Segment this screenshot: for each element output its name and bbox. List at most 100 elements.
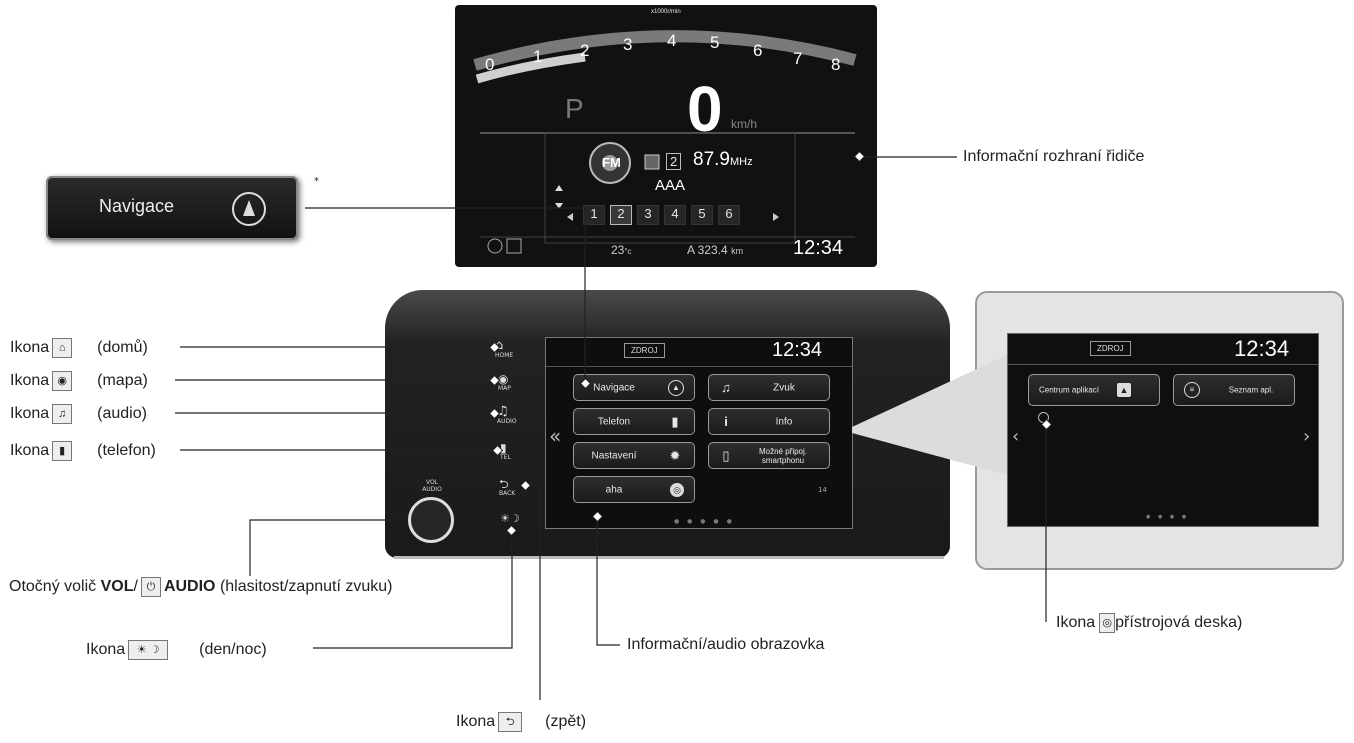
trip-meter: A 323.4 km xyxy=(687,243,743,257)
frequency-value: 87.9 xyxy=(693,149,730,170)
label-vol-slash: / xyxy=(133,578,138,596)
back-button[interactable]: ⮌ BACK xyxy=(499,478,515,497)
navigation-compass-icon xyxy=(232,192,266,226)
label-back-text: (zpět) xyxy=(545,713,587,731)
preset-button: 4 xyxy=(664,205,686,225)
label-tel-ikona: Ikona xyxy=(10,442,50,460)
tel-button[interactable]: ▮ TEL xyxy=(500,442,511,461)
home-icon-box: ⌂ xyxy=(52,338,73,358)
tile-zvuk[interactable]: ♫ Zvuk xyxy=(708,374,830,401)
zoom-right-arrow-icon[interactable]: › xyxy=(1303,426,1311,447)
screen-left-arrow-icon[interactable]: « xyxy=(549,424,562,448)
line-daynight xyxy=(313,530,513,649)
tile-navigace-label: Navigace xyxy=(593,382,635,393)
cluster-mode-icon xyxy=(506,238,522,254)
preset-left-icon xyxy=(567,213,573,221)
tile-centrum-aplikaci[interactable]: Centrum aplikací ▲ xyxy=(1028,374,1160,406)
back-icon-box: ⮌ xyxy=(498,712,523,732)
tile-zvuk-label: Zvuk xyxy=(773,382,795,393)
label-home: Ikona⌂(domů) xyxy=(10,338,148,358)
frequency-readout: 87.9MHz xyxy=(693,149,753,171)
map-icon: ◉ xyxy=(498,372,509,386)
dot-map xyxy=(488,374,501,387)
label-vol-prefix: Otočný volič xyxy=(9,578,97,596)
frequency-unit: MHz xyxy=(729,156,753,168)
tach-number: 4 xyxy=(667,31,677,50)
power-icon-box: ⏻ xyxy=(140,577,161,597)
tile-centrum-label: Centrum aplikací xyxy=(1038,385,1100,395)
dot-audio xyxy=(488,407,501,420)
preset-button: 5 xyxy=(691,205,713,225)
tile-mozne-pripoj-label: Možné připoj. smartphonu xyxy=(758,446,808,465)
tach-fill xyxy=(475,52,586,84)
gear-indicator: P xyxy=(565,93,584,124)
audio-info-frame xyxy=(544,132,796,244)
audio-button[interactable]: ♫ AUDIO xyxy=(497,404,517,425)
vol-audio-label: AUDIO xyxy=(422,486,442,493)
dot-screen xyxy=(591,510,604,523)
line-navigace xyxy=(305,207,586,383)
tach-number: 5 xyxy=(710,33,720,52)
aha-icon: ◎ xyxy=(670,482,684,497)
preset-button: 1 xyxy=(583,205,605,225)
station-name: AAA xyxy=(655,177,686,194)
tile-aha[interactable]: aha ◎ xyxy=(573,476,695,503)
tile-navigace[interactable]: Navigace ▲ xyxy=(573,374,695,401)
callout-asterisk: * xyxy=(314,176,319,187)
tile-mozne-pripoj[interactable]: ▯ Možné připoj. smartphonu xyxy=(708,442,830,469)
zoom-page-dots: ● ● ● ● xyxy=(1146,514,1190,520)
dot-dashboard xyxy=(1040,418,1053,431)
label-audio: Ikona♫(audio) xyxy=(10,404,147,424)
tile-info-label: Info xyxy=(775,416,793,427)
label-audio-text: (audio) xyxy=(97,405,147,423)
day-night-icon: ☀☽ xyxy=(500,512,520,525)
gear-icon: ✹ xyxy=(669,447,681,463)
zoom-left-arrow-icon[interactable]: ‹ xyxy=(1012,426,1020,447)
screen-clock: 12:34 xyxy=(772,339,823,361)
vol-audio-knob[interactable] xyxy=(408,497,454,543)
phone-icon: ▮ xyxy=(500,441,507,455)
line-screen xyxy=(596,517,620,646)
zoom-source-button[interactable]: ZDROJ xyxy=(1090,341,1131,356)
label-obrazovka: Informační/audio obrazovka xyxy=(627,636,825,653)
dot-navigace xyxy=(579,377,592,390)
navigace-callout-label: Navigace xyxy=(99,196,175,216)
smartphone-icon: ▯ xyxy=(722,447,730,463)
tile-seznam-apl[interactable]: ≡ Seznam apl. xyxy=(1173,374,1295,406)
tile-telefon[interactable]: Telefon ▮ xyxy=(573,408,695,435)
tach-number: 2 xyxy=(580,41,590,60)
dashboard-icon-box: ◎ xyxy=(1099,613,1116,633)
compass-icon: ▲ xyxy=(668,379,684,396)
label-dashboard-ikona: Ikona xyxy=(1056,614,1096,632)
label-vol-audio: AUDIO xyxy=(163,578,216,596)
label-vol-bold: VOL xyxy=(100,578,134,596)
tach-number: 6 xyxy=(753,41,763,60)
label-home-text: (domů) xyxy=(97,339,148,357)
label-informacni-rozhrani: Informační rozhraní řidiče xyxy=(963,148,1145,165)
label-map-ikona: Ikona xyxy=(10,372,50,390)
tile-info[interactable]: i Info xyxy=(708,408,830,435)
label-vol: Otočný volič VOL/⏻AUDIO (hlasitost/zapnu… xyxy=(9,577,392,597)
day-night-button[interactable]: ☀☽ xyxy=(500,512,520,525)
tile-seznam-label: Seznam apl. xyxy=(1228,385,1274,395)
tile-nastaveni[interactable]: Nastavení ✹ xyxy=(573,442,695,469)
temp-unit: °c xyxy=(624,247,632,256)
map-button[interactable]: ◉ MAP xyxy=(498,373,511,392)
band-up-icon xyxy=(555,185,563,191)
label-dashboard: Ikona◎přístrojová deska) xyxy=(1056,613,1242,633)
preset-button: 3 xyxy=(637,205,659,225)
zoom-wedge xyxy=(852,355,1007,475)
preset-right-icon xyxy=(773,213,779,221)
tach-arc xyxy=(473,30,857,71)
home-button[interactable]: ⌂ HOME xyxy=(495,339,513,359)
tile-count-badge: 14 xyxy=(818,486,827,494)
label-vol-suffix: (hlasitost/zapnutí zvuku) xyxy=(219,578,393,596)
tile-aha-label: aha xyxy=(605,484,623,495)
trip-unit: km xyxy=(731,246,744,256)
tile-nastaveni-label: Nastavení xyxy=(591,450,637,461)
source-button[interactable]: ZDROJ xyxy=(624,343,665,358)
tile-telefon-label: Telefon xyxy=(597,416,631,427)
audio-icon: ♫ xyxy=(497,404,509,419)
label-map-text: (mapa) xyxy=(97,372,148,390)
